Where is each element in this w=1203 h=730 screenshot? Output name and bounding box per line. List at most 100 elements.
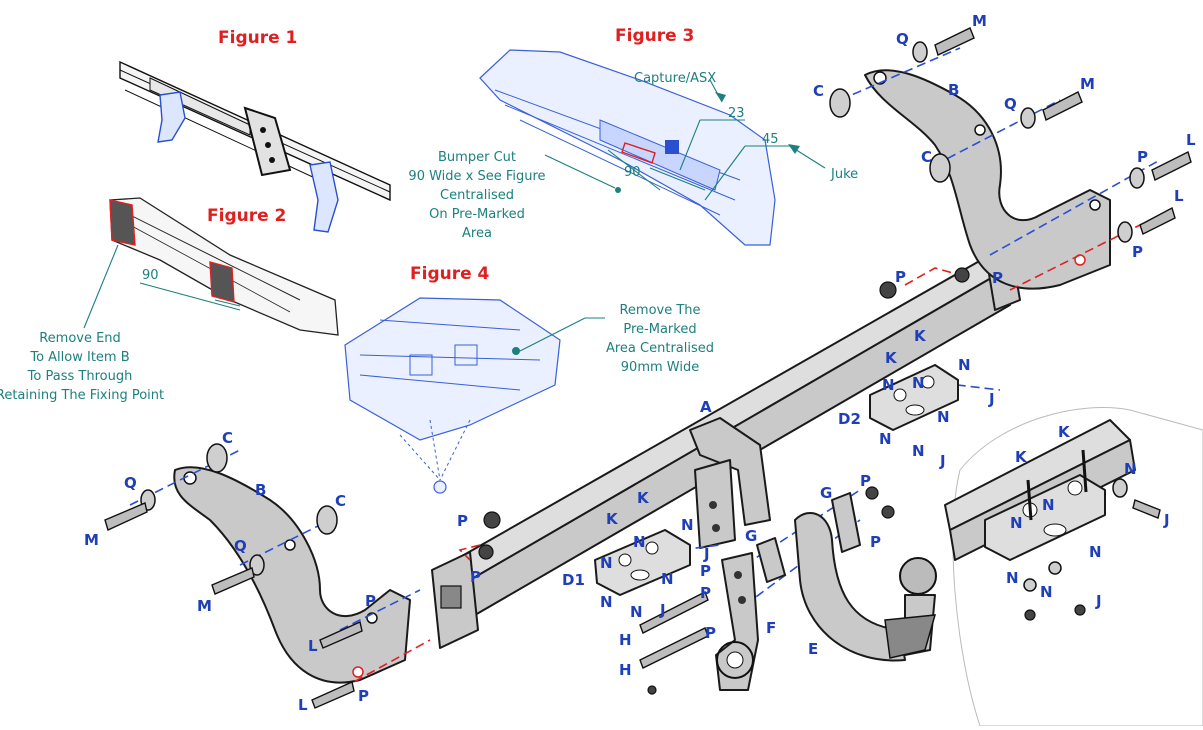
label-p-11: P <box>705 624 716 642</box>
label-n-11: N <box>600 593 613 611</box>
juke-label: Juke <box>830 167 858 182</box>
bumper-cut-line-3: Centralised <box>440 188 514 203</box>
label-p-13: P <box>870 533 881 551</box>
label-q-1: Q <box>896 30 909 48</box>
label-n-2: N <box>882 376 895 394</box>
label-a: A <box>700 398 712 416</box>
label-k-1: K <box>914 327 927 345</box>
label-n-12: N <box>630 603 643 621</box>
label-q-2: Q <box>1004 95 1017 113</box>
bracket-d1 <box>594 529 691 596</box>
label-j-2: J <box>939 452 946 470</box>
label-p-4: P <box>1132 243 1143 261</box>
label-n-16: N <box>1089 543 1102 561</box>
label-b-right: B <box>948 81 959 99</box>
label-k-5: K <box>1058 423 1071 441</box>
label-n-1: N <box>958 356 971 374</box>
label-k-6: K <box>1015 448 1028 466</box>
label-n-8: N <box>600 554 613 572</box>
label-k-4: K <box>606 510 619 528</box>
figure-3-dimension-23: 23 <box>728 106 745 121</box>
remove-marked-line-2: Pre-Marked <box>623 322 696 337</box>
label-q-4: Q <box>234 537 247 555</box>
label-h-2: H <box>619 661 632 679</box>
part-labels: A B B C C C C D1 D2 E F G G H H J J J J … <box>84 12 1196 714</box>
label-p-5: P <box>457 512 468 530</box>
label-n-10: N <box>661 570 674 588</box>
figure-1-drawing <box>119 60 391 233</box>
remove-marked-line-3: Area Centralised <box>606 341 714 356</box>
label-c-2: C <box>335 492 346 510</box>
side-bracket-b-right <box>864 69 1111 290</box>
bumper-cut-note: Bumper Cut 90 Wide x See Figure Centrali… <box>408 150 545 241</box>
label-j-3: J <box>703 545 710 563</box>
label-g-1: G <box>745 527 757 545</box>
left-fixings <box>104 443 363 709</box>
label-g-2: G <box>820 484 832 502</box>
label-p-12: P <box>860 472 871 490</box>
label-p-10: P <box>700 584 711 602</box>
label-p-6: P <box>470 568 481 586</box>
bumper-cut-line-1: Bumper Cut <box>438 150 516 165</box>
figure-1-title: Figure 1 <box>218 28 297 48</box>
label-p-3: P <box>1137 148 1148 166</box>
label-n-3: N <box>912 374 925 392</box>
remove-marked-note: Remove The Pre-Marked Area Centralised 9… <box>606 303 714 375</box>
bolts-h <box>639 591 709 695</box>
label-l-4: L <box>298 696 308 714</box>
label-k-3: K <box>637 489 650 507</box>
label-m-1: M <box>972 12 987 30</box>
figure-4-title: Figure 4 <box>410 264 490 284</box>
label-j-5: J <box>1163 511 1170 529</box>
label-n-6: N <box>912 442 925 460</box>
label-p-7: P <box>365 592 376 610</box>
remove-end-line-2: To Allow Item B <box>29 350 129 365</box>
right-fixings <box>478 27 1192 560</box>
label-p-9: P <box>700 562 711 580</box>
label-n-9: N <box>633 533 646 551</box>
label-q-3: Q <box>124 474 137 492</box>
label-n-14: N <box>1010 514 1023 532</box>
remove-marked-line-4: 90mm Wide <box>621 360 699 375</box>
figure-2-leader <box>83 244 119 329</box>
remove-end-line-1: Remove End <box>39 331 121 346</box>
figure-4-drawing <box>344 297 605 494</box>
label-l-3: L <box>308 637 318 655</box>
figure-2-drawing <box>109 197 339 336</box>
detail-inset <box>944 407 1203 727</box>
label-k-2: K <box>885 349 898 367</box>
label-p-1: P <box>895 268 906 286</box>
figure-2-title: Figure 2 <box>207 206 286 226</box>
label-l-1: L <box>1186 131 1196 149</box>
label-j-6: J <box>1095 592 1102 610</box>
figure-3-dimension-45: 45 <box>762 132 779 147</box>
socket-plate-f <box>715 552 759 691</box>
label-d2: D2 <box>838 410 861 428</box>
capture-asx-label: Capture/ASX <box>634 71 716 86</box>
label-j-1: J <box>988 390 995 408</box>
label-h-1: H <box>619 631 632 649</box>
label-l-2: L <box>1174 187 1184 205</box>
label-c-1: C <box>222 429 233 447</box>
bracket-d2 <box>869 364 959 431</box>
label-c-4: C <box>921 148 932 166</box>
figure-2-dimension: 90 <box>142 268 159 283</box>
remove-end-line-4: Retaining The Fixing Point <box>0 388 164 403</box>
label-n-17: N <box>1006 569 1019 587</box>
label-d1: D1 <box>562 571 585 589</box>
label-b-left: B <box>255 481 266 499</box>
figure-3-dimension-90: 90 <box>624 165 641 180</box>
label-n-15: N <box>1042 496 1055 514</box>
side-bracket-b-left <box>173 466 411 684</box>
bumper-cut-line-2: 90 Wide x See Figure <box>408 169 545 184</box>
label-n-5: N <box>879 430 892 448</box>
towball-neck-e <box>794 511 937 662</box>
label-n-13: N <box>1124 460 1137 478</box>
label-m-4: M <box>197 597 212 615</box>
figure-3-drawing <box>479 49 826 246</box>
figure-3-title: Figure 3 <box>615 26 694 46</box>
label-n-7: N <box>681 516 694 534</box>
remove-end-line-3: To Pass Through <box>27 369 133 384</box>
label-n-4: N <box>937 408 950 426</box>
